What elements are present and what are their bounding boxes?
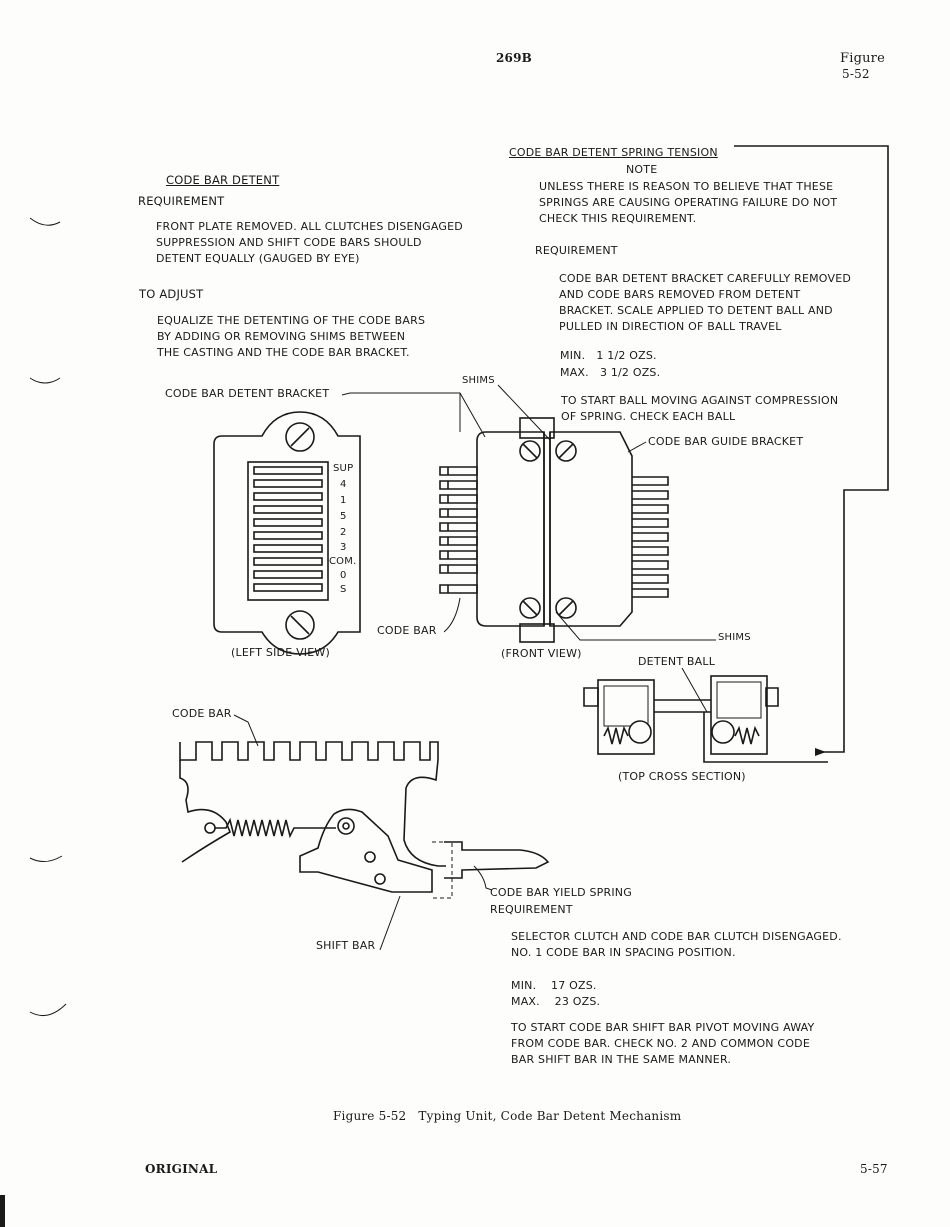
right-max: MAX. 3 1/2 OZS. [560,366,661,379]
bar-name: 0 [340,570,347,581]
bar-name: COM. [329,556,357,567]
bar-name: 5 [340,511,347,522]
right-title: CODE BAR DETENT SPRING TENSION [509,146,718,159]
bar-name: 2 [340,527,347,538]
spring-tension-bracket-line [734,145,889,753]
figure-label: Figure [840,51,885,66]
leader-shims-right [555,611,716,641]
left-title: CODE BAR DETENT [166,173,280,187]
label-code-bar-front: CODE BAR [377,624,437,637]
yield-requirement-heading: REQUIREMENT [490,903,573,916]
left-side-view-drawing [213,411,361,655]
right-requirement-heading: REQUIREMENT [535,244,618,257]
right-start-text: TO START BALL MOVING AGAINST COMPRESSION… [561,394,839,423]
note-heading: NOTE [626,163,658,176]
leader-guide-bracket [627,441,647,453]
binding-edge [0,1195,5,1227]
yield-start-text: TO START CODE BAR SHIFT BAR PIVOT MOVING… [511,1021,815,1066]
yield-title: CODE BAR YIELD SPRING [490,886,632,899]
bar-name: 4 [340,479,347,490]
bar-name: 1 [340,495,347,506]
label-shims-top: SHIMS [462,375,495,386]
left-requirement-heading: REQUIREMENT [138,194,225,208]
top-cross-section-drawing [583,675,828,763]
bar-name: SUP [333,463,354,474]
label-code-bar-lower: CODE BAR [172,707,232,720]
code-bar-yield-drawing [179,714,550,951]
front-view-drawing [439,417,669,643]
leader-code-bar-front [443,597,461,633]
label-left-side-view: (LEFT SIDE VIEW) [231,646,330,659]
left-requirement-text: FRONT PLATE REMOVED. ALL CLUTCHES DISENG… [156,220,463,265]
label-detent-bracket: CODE BAR DETENT BRACKET [165,387,330,400]
leader-shift-bar [379,895,401,951]
label-front-view: (FRONT VIEW) [501,647,582,660]
adjust-text: EQUALIZE THE DETENTING OF THE CODE BARS … [157,314,426,359]
yield-min: MIN. 17 OZS. [511,979,597,992]
leader-code-bar-lower [233,714,259,747]
model-number: 269B [496,51,532,65]
footer-left: ORIGINAL [145,1162,218,1176]
bar-name: S [340,584,347,595]
figure-caption: Figure 5-52 Typing Unit, Code Bar Detent… [333,1109,682,1123]
label-shims-right: SHIMS [718,632,751,643]
yield-requirement-text: SELECTOR CLUTCH AND CODE BAR CLUTCH DISE… [511,930,842,959]
leader-detent-ball [681,667,708,713]
label-guide-bracket: CODE BAR GUIDE BRACKET [648,435,804,448]
leader-detent-bracket-diag [459,392,486,438]
note-text: UNLESS THERE IS REASON TO BELIEVE THAT T… [539,180,838,225]
leader-detent-bracket [341,392,461,432]
label-top-cross-section: (TOP CROSS SECTION) [618,770,746,783]
label-shift-bar: SHIFT BAR [316,939,376,952]
footer-right: 5-57 [860,1162,888,1176]
right-min: MIN. 1 1/2 OZS. [560,349,657,362]
leader-shims-top [497,384,551,441]
label-detent-ball: DETENT BALL [638,655,716,668]
right-requirement-text: CODE BAR DETENT BRACKET CAREFULLY REMOVE… [559,272,852,333]
arrow-head-icon [815,748,826,756]
figure-number: 5-52 [842,67,870,81]
hole-punch-marks [29,217,67,1017]
adjust-heading: TO ADJUST [139,287,204,301]
yield-max: MAX. 23 OZS. [511,995,601,1008]
bar-name: 3 [340,542,347,553]
